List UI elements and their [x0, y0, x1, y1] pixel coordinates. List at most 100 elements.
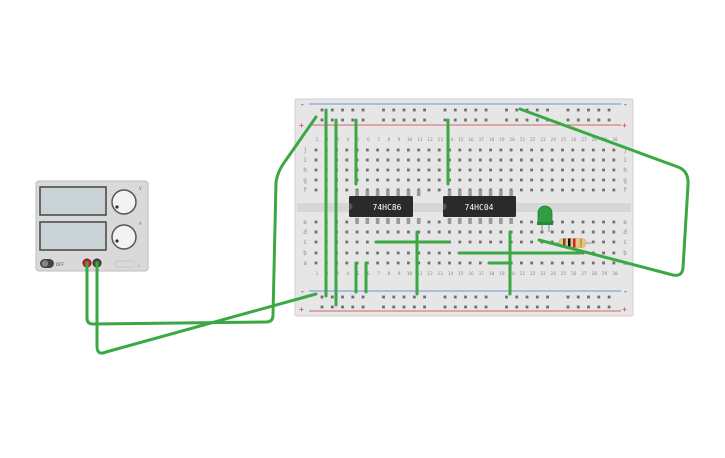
rail-hole[interactable] [361, 108, 365, 112]
terminal-hole[interactable] [561, 158, 564, 162]
terminal-hole[interactable] [478, 168, 482, 172]
terminal-hole[interactable] [581, 178, 585, 182]
rail-hole[interactable] [566, 295, 570, 299]
terminal-hole[interactable] [550, 168, 554, 172]
terminal-hole[interactable] [427, 251, 431, 255]
terminal-hole[interactable] [448, 148, 451, 152]
rail-hole[interactable] [546, 108, 549, 112]
rail-hole[interactable] [443, 118, 447, 122]
rail-hole[interactable] [330, 305, 334, 309]
rail-hole[interactable] [320, 118, 324, 122]
terminal-hole[interactable] [591, 158, 595, 162]
rail-hole[interactable] [464, 108, 467, 112]
terminal-hole[interactable] [612, 261, 616, 265]
terminal-hole[interactable] [550, 261, 554, 265]
terminal-hole[interactable] [530, 158, 534, 162]
terminal-hole[interactable] [386, 178, 390, 182]
terminal-hole[interactable] [602, 168, 605, 172]
rail-hole[interactable] [587, 305, 590, 309]
terminal-hole[interactable] [417, 261, 421, 265]
terminal-hole[interactable] [396, 178, 400, 182]
terminal-hole[interactable] [345, 251, 349, 255]
terminal-hole[interactable] [550, 148, 554, 152]
terminal-hole[interactable] [386, 148, 390, 152]
terminal-hole[interactable] [396, 251, 400, 255]
terminal-hole[interactable] [376, 230, 380, 234]
terminal-hole[interactable] [478, 261, 482, 265]
terminal-hole[interactable] [427, 188, 431, 192]
terminal-hole[interactable] [591, 168, 595, 172]
rail-hole[interactable] [515, 108, 519, 112]
terminal-hole[interactable] [581, 261, 585, 265]
rail-hole[interactable] [320, 305, 324, 309]
terminal-hole[interactable] [581, 188, 585, 192]
terminal-hole[interactable] [427, 168, 431, 172]
terminal-hole[interactable] [365, 230, 369, 234]
terminal-hole[interactable] [365, 178, 369, 182]
rail-hole[interactable] [505, 108, 508, 112]
terminal-hole[interactable] [509, 168, 513, 172]
terminal-hole[interactable] [499, 230, 503, 234]
rail-hole[interactable] [341, 295, 344, 299]
rail-hole[interactable] [443, 295, 447, 299]
terminal-hole[interactable] [345, 168, 349, 172]
terminal-hole[interactable] [448, 178, 451, 182]
terminal-hole[interactable] [437, 261, 441, 265]
terminal-hole[interactable] [314, 220, 318, 224]
terminal-hole[interactable] [314, 251, 318, 255]
terminal-hole[interactable] [448, 230, 451, 234]
terminal-hole[interactable] [530, 178, 534, 182]
terminal-hole[interactable] [612, 220, 616, 224]
rail-hole[interactable] [484, 108, 488, 112]
rail-hole[interactable] [351, 305, 355, 309]
rail-hole[interactable] [484, 118, 488, 122]
terminal-hole[interactable] [530, 188, 534, 192]
terminal-hole[interactable] [489, 158, 492, 162]
terminal-hole[interactable] [571, 188, 575, 192]
wires[interactable] [85, 107, 690, 355]
terminal-hole[interactable] [437, 178, 441, 182]
terminal-hole[interactable] [612, 240, 616, 244]
terminal-hole[interactable] [345, 178, 349, 182]
terminal-hole[interactable] [520, 168, 523, 172]
terminal-hole[interactable] [376, 158, 380, 162]
rail-hole[interactable] [607, 295, 611, 299]
terminal-hole[interactable] [478, 230, 482, 234]
terminal-hole[interactable] [314, 188, 318, 192]
terminal-hole[interactable] [396, 168, 400, 172]
chip-74hc86[interactable]: 74HC86 [349, 190, 421, 224]
terminal-hole[interactable] [520, 188, 523, 192]
rail-hole[interactable] [607, 305, 611, 309]
terminal-hole[interactable] [417, 230, 421, 234]
terminal-hole[interactable] [602, 240, 605, 244]
terminal-hole[interactable] [499, 158, 503, 162]
terminal-hole[interactable] [591, 188, 595, 192]
terminal-hole[interactable] [540, 188, 544, 192]
terminal-hole[interactable] [458, 178, 462, 182]
terminal-hole[interactable] [612, 188, 616, 192]
rail-hole[interactable] [597, 295, 601, 299]
rail-hole[interactable] [330, 295, 334, 299]
terminal-hole[interactable] [386, 261, 390, 265]
terminal-hole[interactable] [376, 168, 380, 172]
terminal-hole[interactable] [509, 178, 513, 182]
terminal-hole[interactable] [427, 220, 431, 224]
terminal-hole[interactable] [561, 188, 564, 192]
terminal-hole[interactable] [427, 230, 431, 234]
terminal-hole[interactable] [427, 158, 431, 162]
rail-hole[interactable] [392, 305, 396, 309]
terminal-hole[interactable] [407, 178, 410, 182]
rail-hole[interactable] [412, 305, 416, 309]
terminal-hole[interactable] [468, 168, 472, 172]
rail-hole[interactable] [361, 118, 365, 122]
terminal-hole[interactable] [540, 148, 544, 152]
rail-hole[interactable] [474, 295, 478, 299]
rail-hole[interactable] [453, 305, 457, 309]
terminal-hole[interactable] [489, 178, 492, 182]
terminal-hole[interactable] [376, 178, 380, 182]
terminal-hole[interactable] [520, 220, 523, 224]
rail-hole[interactable] [341, 108, 344, 112]
terminal-hole[interactable] [468, 158, 472, 162]
rail-hole[interactable] [341, 305, 344, 309]
